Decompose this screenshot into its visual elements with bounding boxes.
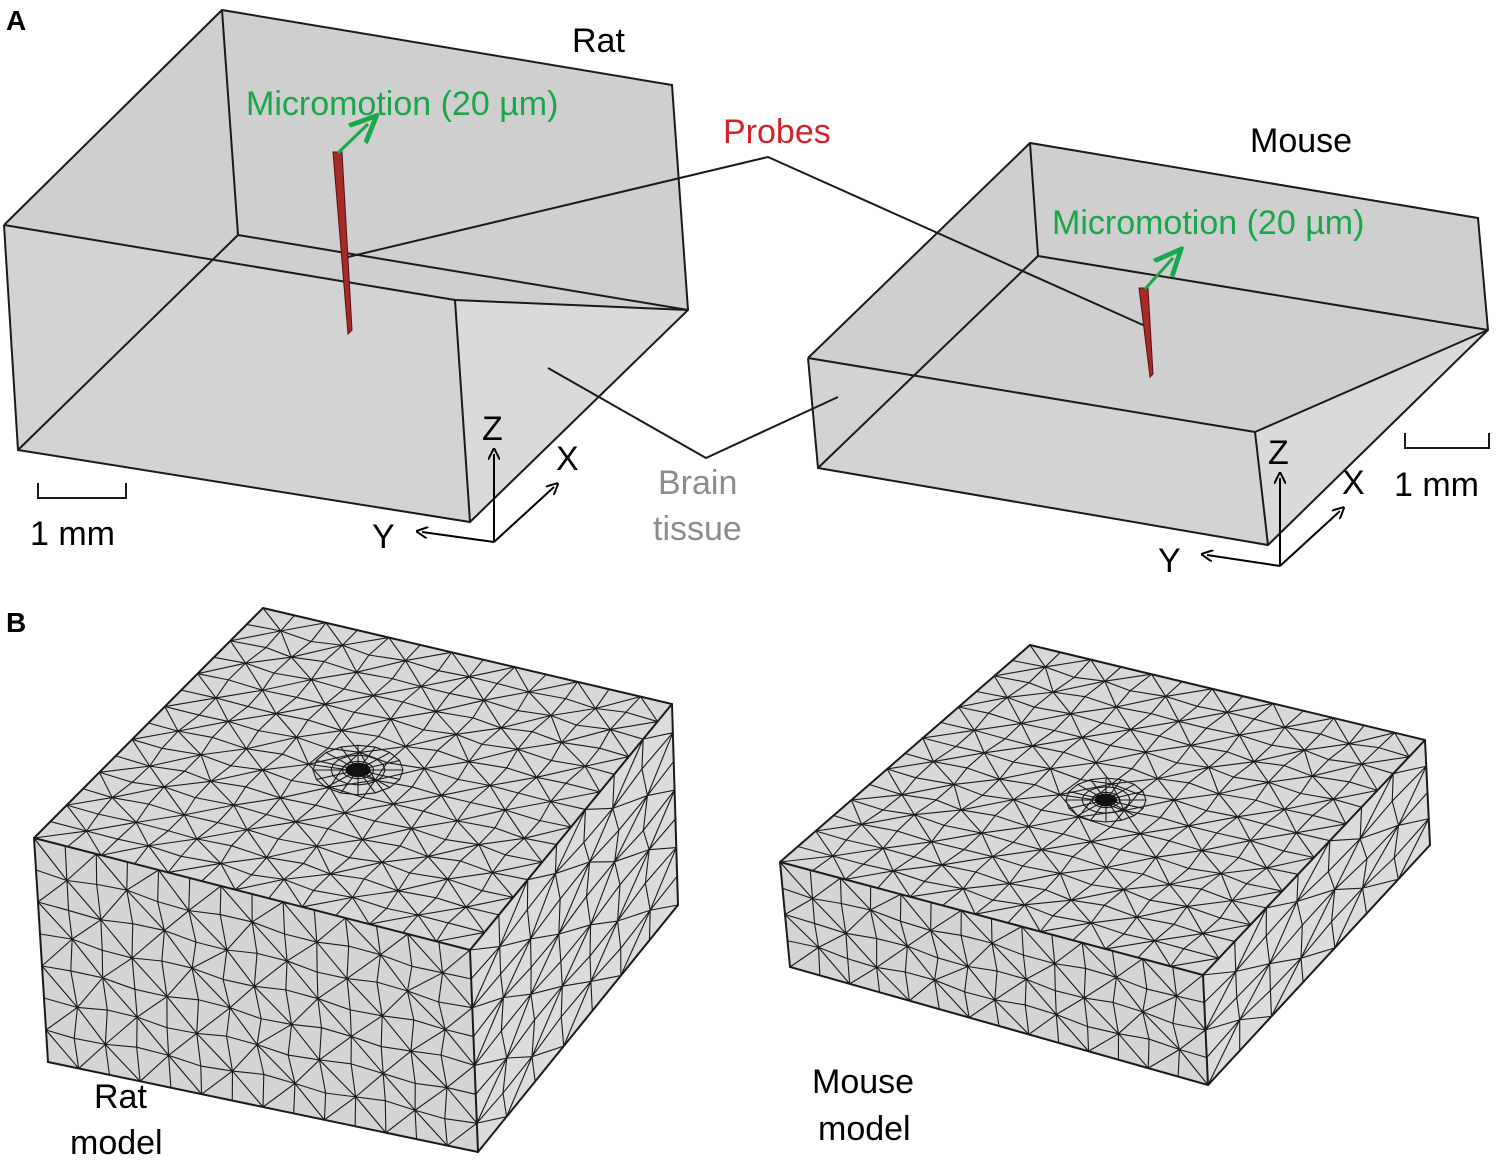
rat-scale-label: 1 mm xyxy=(30,515,115,553)
rat-box xyxy=(3,8,690,524)
mouse-axis-x: X xyxy=(1342,464,1365,502)
rat-micromotion-label: Micromotion (20 µm) xyxy=(246,85,558,123)
mouse-scale-bar xyxy=(1404,433,1490,449)
rat-title: Rat xyxy=(572,22,625,60)
rat-axis-z: Z xyxy=(482,410,503,448)
brain-tissue-leader xyxy=(547,367,839,460)
probes-label: Probes xyxy=(723,113,831,151)
rat-axis-y: Y xyxy=(372,518,395,556)
rat-micromotion-arrow xyxy=(336,124,368,155)
mouse-micromotion-label: Micromotion (20 µm) xyxy=(1052,204,1364,242)
mouse-axis-y: Y xyxy=(1158,542,1181,580)
panel-label-a: A xyxy=(6,5,26,36)
probes-leader xyxy=(347,155,1144,326)
rat-axis-x: X xyxy=(556,440,579,478)
mouse-title: Mouse xyxy=(1250,122,1352,160)
rat-axes xyxy=(422,454,554,543)
mouse-model-line1: Mouse xyxy=(812,1063,914,1101)
mouse-axis-z: Z xyxy=(1268,434,1289,472)
brain-tissue-line1: Brain xyxy=(658,464,737,502)
mouse-micromotion-arrow xyxy=(1143,258,1173,291)
mouse-model-line2: model xyxy=(818,1110,911,1148)
mouse-scale-label: 1 mm xyxy=(1394,466,1479,504)
mouse-mesh-model xyxy=(778,643,1432,1087)
rat-model-line2: model xyxy=(70,1124,163,1162)
mouse-axes xyxy=(1207,478,1340,567)
brain-tissue-line2: tissue xyxy=(653,510,742,548)
rat-scale-bar xyxy=(37,483,127,499)
rat-model-line1: Rat xyxy=(94,1078,147,1116)
rat-mesh-model xyxy=(32,606,680,1154)
panel-label-b: B xyxy=(6,607,26,638)
